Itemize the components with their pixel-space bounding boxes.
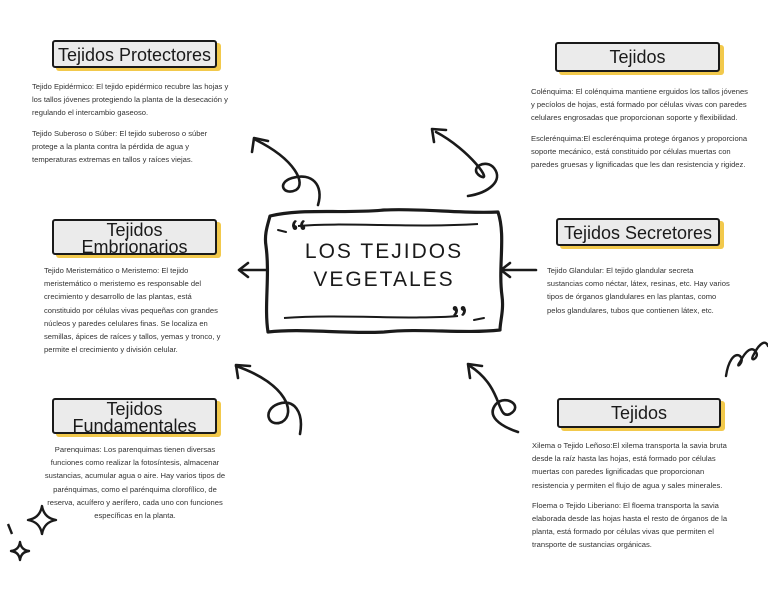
sparkle-doodle: [6, 504, 58, 562]
embrionarios-title-line1: Tejidos: [106, 220, 163, 240]
secretores-description: Tejido Glandular: El tejido glandular se…: [547, 264, 731, 324]
arrow-to-esqueleticos: [430, 127, 499, 198]
fundamentales-title-line1: Tejidos: [106, 399, 163, 419]
central-title-line1: LOS TEJIDOS: [304, 240, 464, 263]
protectores-paragraph: Tejido Epidérmico: El tejido epidérmico …: [32, 82, 229, 118]
secretores-paragraph: Tejido Glandular: El tejido glandular se…: [547, 266, 730, 315]
secretores-title: Tejidos Secretores: [556, 218, 720, 246]
esqueleticos-paragraph: Colénquima: El colénquima mantiene ergui…: [531, 87, 748, 123]
protectores-paragraph: Tejido Suberoso o Súber: El tejido suber…: [32, 128, 208, 165]
quote-mark-open: [292, 220, 306, 230]
conductores-paragraph: Xilema o Tejido Leñoso:El xilema transpo…: [532, 441, 727, 490]
embrionarios-title: Tejidos Embrionarios: [52, 219, 217, 255]
arrow-to-embrionarios: [237, 261, 270, 279]
central-title-line2: VEGETALES: [313, 268, 455, 291]
esqueleticos-title: Tejidos Esqueléticos: [555, 42, 720, 72]
conductores-title: Tejidos Conductores: [557, 398, 721, 428]
arrow-to-protectores: [250, 136, 321, 207]
quote-mark-close: [452, 306, 466, 316]
spiral-doodle: [724, 341, 768, 378]
esqueleticos-paragraph: Esclerénquima:El esclerénquima protege ó…: [531, 133, 748, 170]
fundamentales-title: Tejidos Fundamentales: [52, 398, 217, 434]
embrionarios-description: Tejido Meristemático o Meristemo: El tej…: [44, 264, 226, 363]
central-frame: [263, 208, 505, 335]
embrionarios-title-line2: Embrionarios: [81, 237, 188, 255]
arrow-to-secretores: [499, 261, 538, 279]
fundamentales-title-line2: Fundamentales: [72, 416, 197, 434]
central-title: LOS TEJIDOS VEGETALES: [262, 238, 506, 294]
arrow-to-fundamentales: [234, 363, 303, 436]
embrionarios-paragraph: Tejido Meristemático o Meristemo: El tej…: [44, 266, 221, 355]
fundamentales-description: Parenquimas: Los parenquimas tienen dive…: [44, 443, 226, 529]
protectores-description: Tejido Epidérmico: El tejido epidérmico …: [32, 80, 232, 173]
arrow-to-conductores: [466, 362, 520, 434]
fundamentales-paragraph: Parenquimas: Los parenquimas tienen dive…: [44, 445, 226, 521]
conductores-paragraph: Floema o Tejido Liberiano: El floema tra…: [532, 500, 728, 550]
conductores-description: Xilema o Tejido Leñoso:El xilema transpo…: [532, 439, 732, 559]
esqueleticos-description: Colénquima: El colénquima mantiene ergui…: [531, 85, 753, 178]
protectores-title: Tejidos Protectores: [52, 40, 217, 68]
